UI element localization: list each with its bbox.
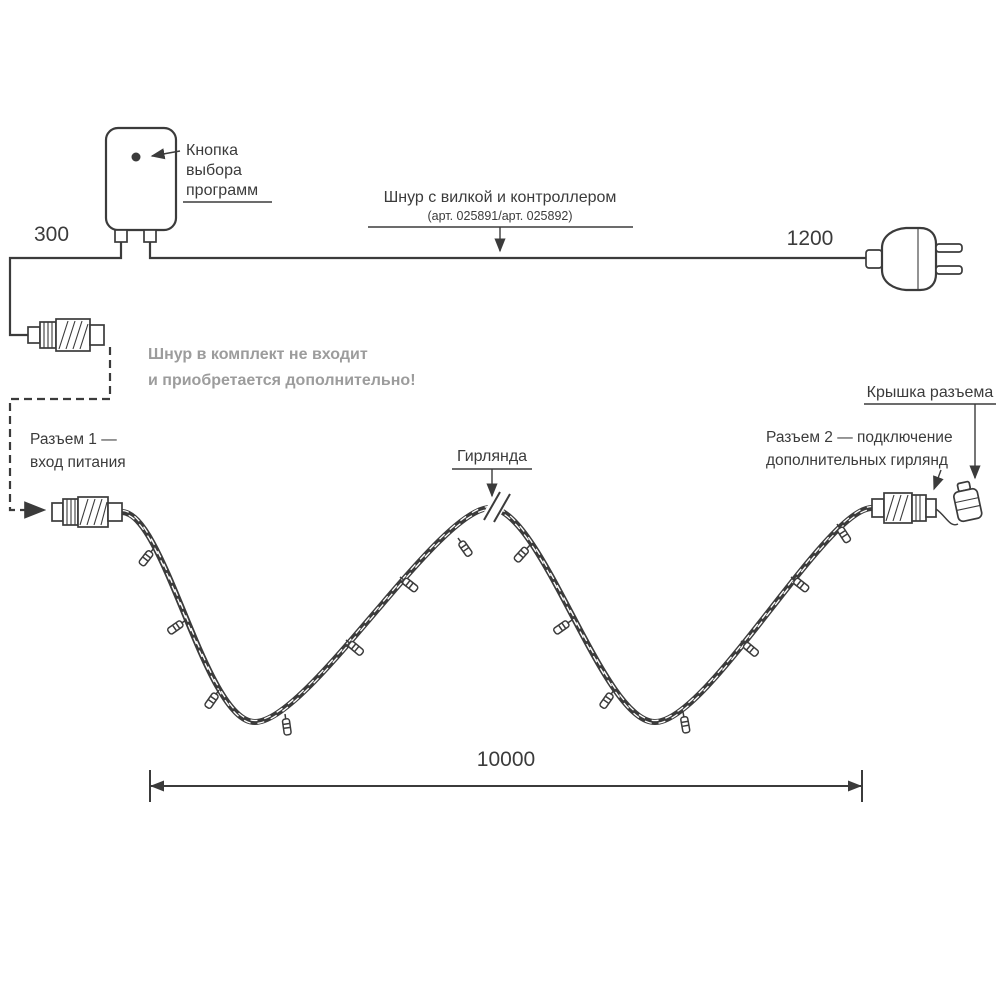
- garland-label: Гирлянда: [452, 448, 532, 498]
- inline-connector-nose: [89, 324, 105, 346]
- program-button-label-line1: Кнопка: [186, 142, 238, 159]
- inline-connector-back: [27, 326, 41, 344]
- led-lamp: [457, 537, 473, 557]
- connector-cap: [953, 480, 983, 523]
- connector2-label-line1: Разъем 2 — подключение: [766, 429, 953, 446]
- connector2-label-line2: дополнительных гирлянд: [766, 452, 948, 469]
- controller-body: [104, 126, 178, 232]
- cap-tether-cord: [935, 508, 959, 526]
- connector2-nose: [871, 498, 885, 518]
- led-lamp: [680, 711, 691, 734]
- note-line1: Шнур в комплект не входит: [148, 346, 368, 363]
- dimension-bottom-10000: 10000: [477, 748, 535, 771]
- connector2-back: [925, 498, 937, 518]
- program-select-button: [131, 152, 141, 162]
- dimension-left-300: 300: [34, 223, 69, 246]
- dimension-right-1200: 1200: [787, 227, 834, 250]
- connector2-ribbed: [911, 494, 927, 522]
- power-plug: [865, 226, 963, 292]
- dimension-bottom: 10000: [149, 748, 863, 802]
- cord-article: (арт. 025891/арт. 025892): [427, 209, 572, 223]
- led-lamp: [138, 547, 155, 567]
- cap-label: Крышка разъема: [864, 384, 996, 480]
- led-lamp: [281, 713, 292, 736]
- connector2-extra-garlands: [871, 492, 937, 524]
- garland-rope: [119, 504, 875, 726]
- led-lamp: [204, 689, 220, 709]
- wire-break-mark: [481, 485, 513, 526]
- connector1-power-input: [51, 496, 123, 528]
- note-label: Шнур в комплект не входит и приобретаетс…: [148, 346, 416, 389]
- controller-stub-right: [143, 229, 157, 243]
- led-lamp: [513, 544, 531, 563]
- cord-left-segment: [8, 242, 123, 337]
- cord-label: Шнур с вилкой и контроллером (арт. 02589…: [368, 189, 633, 253]
- led-lamp: [740, 640, 760, 657]
- led-lamp: [790, 576, 810, 593]
- garland-string: [119, 504, 875, 726]
- plug-pin-top: [935, 243, 963, 253]
- power-cord-wires: [8, 242, 868, 337]
- program-button-arrow: [150, 148, 181, 160]
- connector1-nose: [107, 502, 123, 522]
- cord-right-segment: [148, 242, 868, 260]
- dimension-arrow-left: [150, 780, 164, 792]
- led-lamp: [167, 619, 187, 635]
- program-button-label-line3: программ: [186, 182, 258, 199]
- plug-body: [880, 226, 938, 292]
- dimension-arrow-right: [848, 780, 862, 792]
- controller-stub-left: [114, 229, 128, 243]
- connector2-label-arrow: [933, 469, 944, 491]
- cap-label-text: Крышка разъема: [867, 384, 994, 401]
- connector1-thread: [77, 496, 109, 528]
- connector1-label: Разъем 1 — вход питания: [30, 431, 126, 471]
- plug-pin-bottom: [935, 265, 963, 275]
- led-lamp: [553, 619, 573, 635]
- controller-box: [104, 126, 178, 243]
- led-drops: [138, 523, 852, 736]
- connector1-label-line2: вход питания: [30, 454, 126, 471]
- garland-label-text: Гирлянда: [457, 448, 527, 465]
- connector1-back: [51, 502, 64, 522]
- cap-body: [953, 487, 983, 523]
- connector2-assembly: [871, 480, 983, 526]
- note-line2: и приобретается дополнительно!: [148, 372, 416, 389]
- connector1-label-line1: Разъем 1 —: [30, 431, 117, 448]
- connector2-label: Разъем 2 — подключение дополнительных ги…: [766, 429, 953, 491]
- cord-title: Шнур с вилкой и контроллером: [384, 189, 617, 206]
- led-lamp: [836, 523, 852, 544]
- led-lamp: [345, 639, 365, 656]
- program-button-label-line2: выбора: [186, 162, 242, 179]
- led-lamp: [399, 576, 419, 593]
- led-lamp: [599, 689, 615, 709]
- program-button-label: Кнопка выбора программ: [150, 142, 272, 203]
- plug-neck: [865, 249, 883, 269]
- optional-cord-dashed-path: [8, 347, 112, 519]
- inline-connector: [27, 318, 105, 352]
